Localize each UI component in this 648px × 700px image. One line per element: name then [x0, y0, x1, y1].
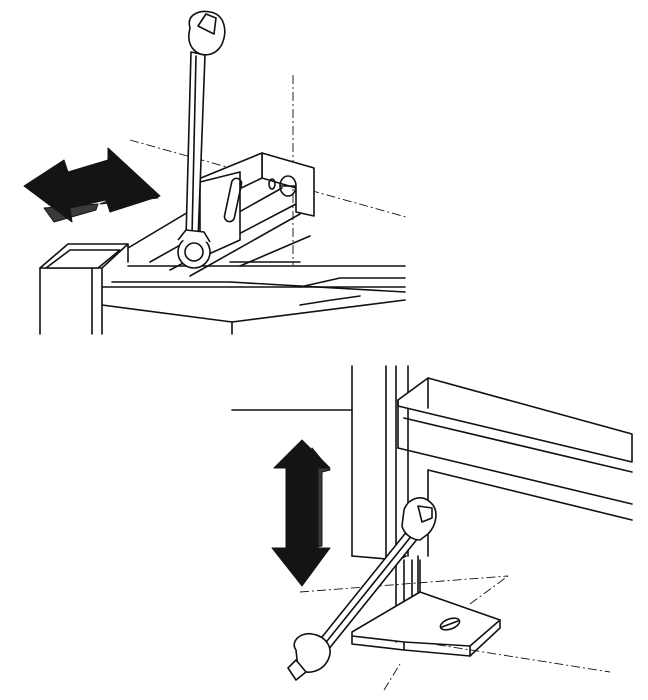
double-arrow-horizontal-icon: [23, 147, 161, 223]
horizontal-beam: [397, 377, 633, 613]
wrench-icon: [177, 10, 226, 269]
vertical-post: [351, 365, 409, 561]
wrench-icon: [287, 497, 437, 681]
square-tube-post: [39, 243, 129, 335]
angle-bracket: [195, 152, 315, 259]
top-panel: [23, 10, 407, 335]
adjustable-foot: [351, 555, 501, 657]
double-arrow-vertical-icon: [271, 439, 331, 587]
frame-beam: [101, 265, 406, 335]
bottom-panel: [231, 365, 633, 691]
